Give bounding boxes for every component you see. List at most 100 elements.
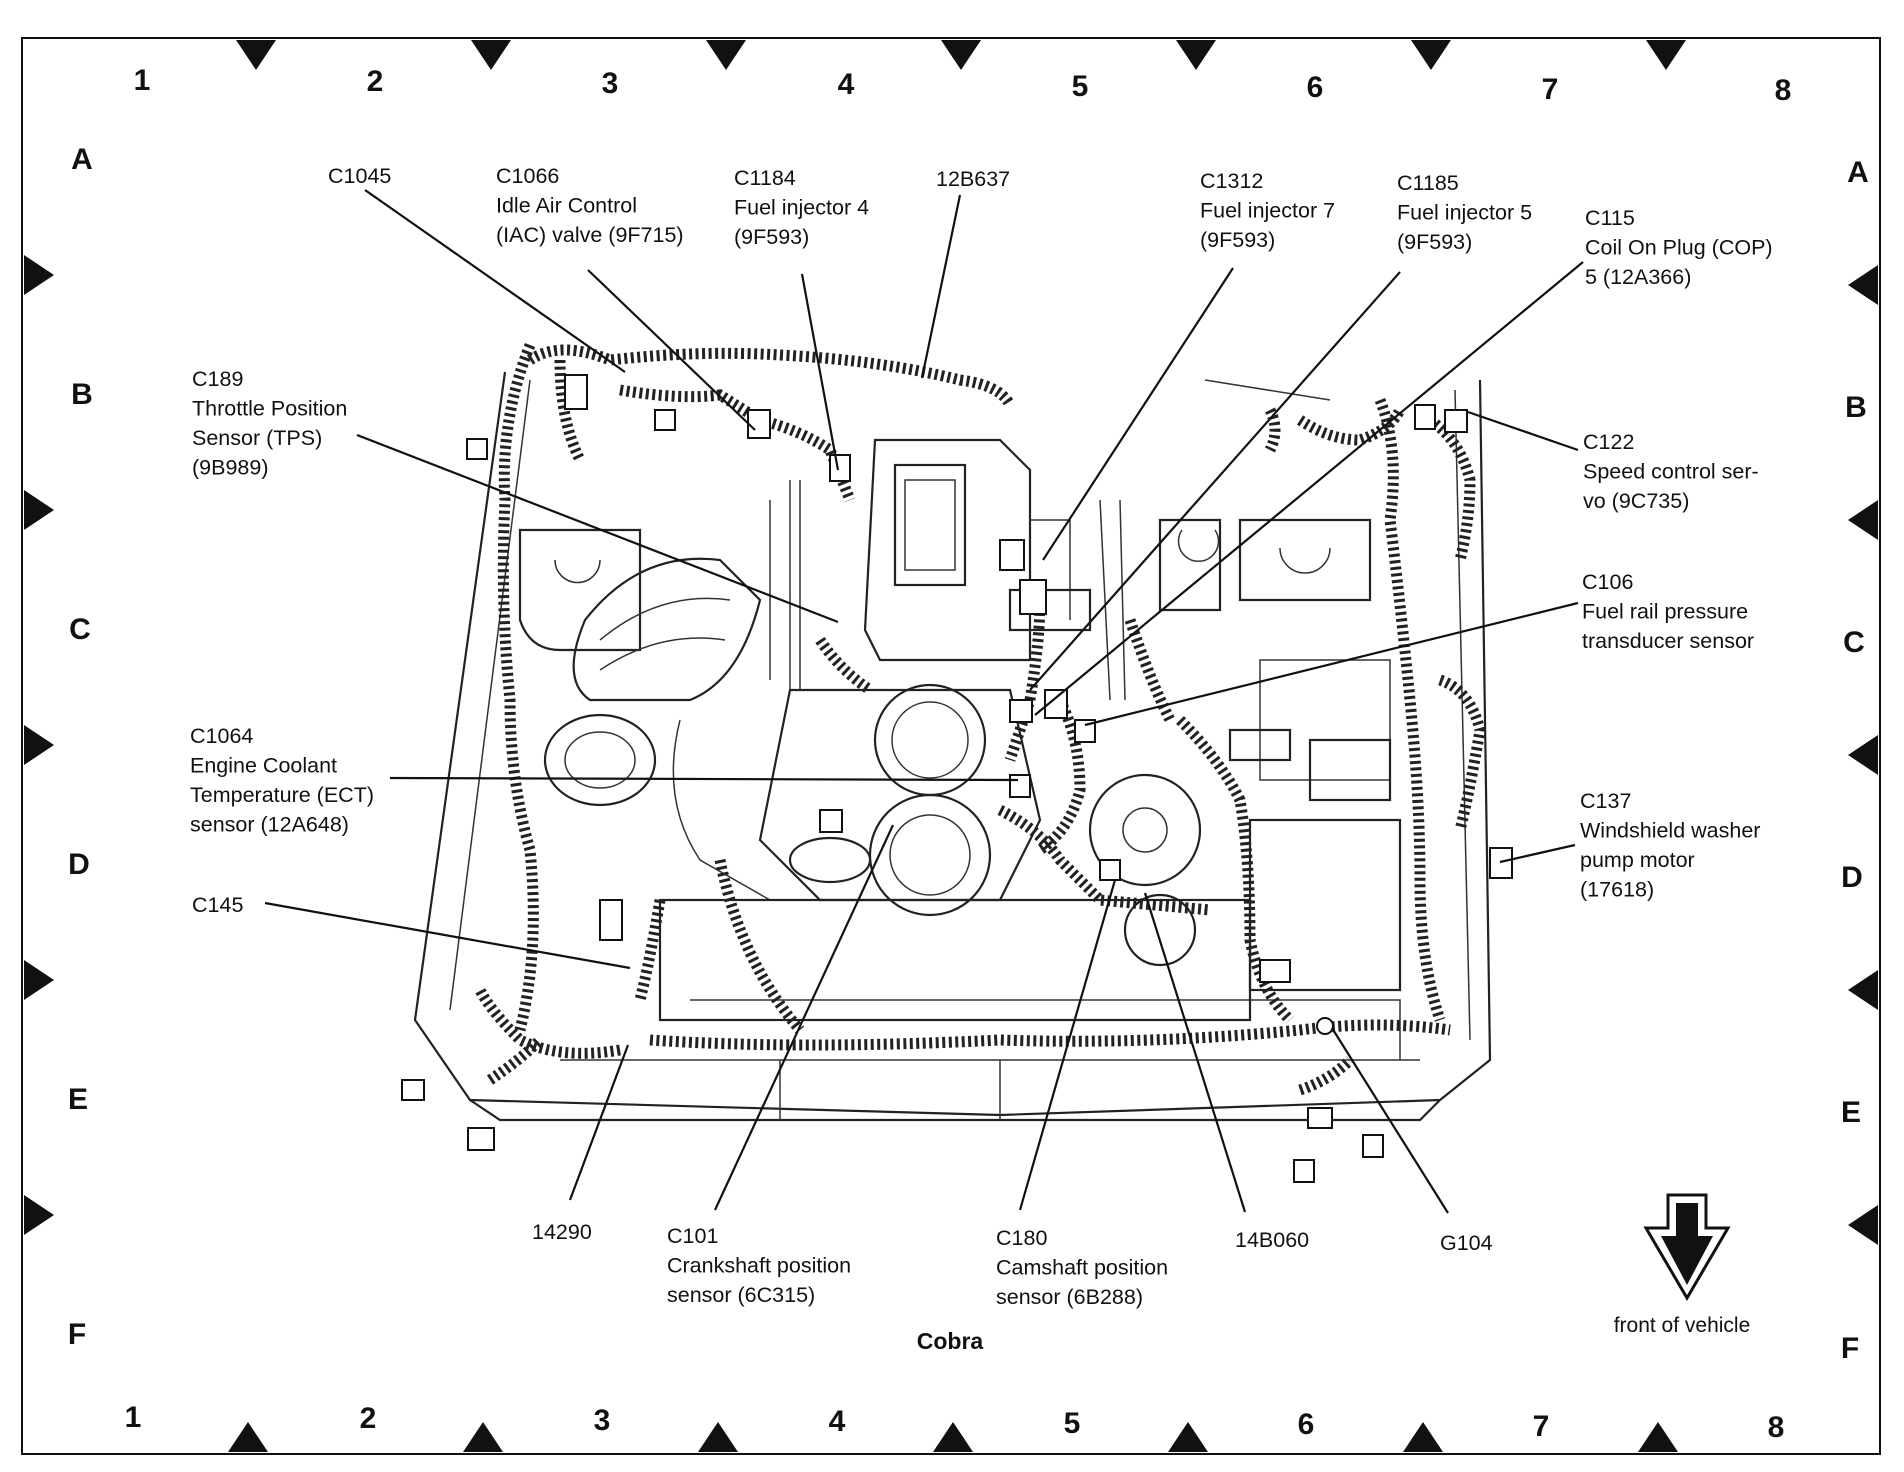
grid-row-right-F: F [1841,1332,1859,1365]
callout-c1184-line-0: C1184 [734,166,796,190]
leader-c1064 [389,776,1019,782]
grid-col-bottom-6: 6 [1298,1408,1315,1441]
grid-col-top-1: 1 [134,64,151,97]
callout-c189-line-1: Throttle Position [192,397,347,421]
callout-14b060: 14B060 [1235,1228,1309,1252]
leader-14290 [568,1044,630,1201]
grid-col-top-8: 8 [1775,74,1792,107]
callout-14290: 14290 [532,1220,592,1244]
callout-c145: C145 [192,893,243,917]
grid-row-left-F: F [68,1318,86,1351]
callout-c145-line-0: C145 [192,893,243,917]
leader-c101 [714,824,894,1211]
grid-col-bottom-2: 2 [360,1402,377,1435]
callout-c1185-line-1: Fuel injector 5 [1397,201,1532,225]
grid-row-right-A: A [1847,156,1869,189]
callout-c1312-line-2: (9F593) [1200,228,1275,252]
callout-c122-line-0: C122 [1583,430,1634,454]
grid-col-bottom-5: 5 [1064,1407,1081,1440]
leader-c137 [1499,843,1576,864]
callout-c1066-line-0: C1066 [496,164,559,188]
callout-c1064-line-2: Temperature (ECT) [190,783,374,807]
callout-g104: G104 [1440,1231,1493,1255]
callout-c106-line-0: C106 [1582,570,1633,594]
callout-c122-line-1: Speed control ser- [1583,460,1759,484]
callout-c137-line-3: (17618) [1580,878,1654,902]
callout-c1064-line-3: sensor (12A648) [190,813,349,837]
leader-c1312 [1042,267,1234,561]
callout-c1312-line-0: C1312 [1200,169,1263,193]
callout-c137-line-0: C137 [1580,789,1631,813]
callout-c189-line-3: (9B989) [192,456,269,480]
leader-c189 [356,433,839,624]
callout-c1185-line-0: C1185 [1397,171,1459,195]
grid-row-left-A: A [71,143,93,176]
callout-g104-line-0: G104 [1440,1231,1493,1255]
grid-col-bottom-4: 4 [829,1405,846,1438]
front-of-vehicle-arrow-icon [1643,1193,1731,1301]
leader-c122 [1467,410,1579,452]
callout-c101-line-1: Crankshaft position [667,1254,851,1278]
callout-c101-line-0: C101 [667,1224,718,1248]
leader-g104 [1331,1027,1449,1214]
grid-col-bottom-7: 7 [1533,1410,1550,1443]
grid-col-bottom-1: 1 [125,1401,142,1434]
callout-c1066-line-1: Idle Air Control [496,194,637,218]
leader-c145 [264,901,631,970]
callout-c180-line-1: Camshaft position [996,1256,1168,1280]
callout-c115-line-2: 5 (12A366) [1585,265,1691,289]
grid-col-top-3: 3 [602,67,619,100]
leader-c180 [1018,879,1117,1211]
leader-c1066 [587,269,756,431]
leader-c1045 [364,189,626,373]
callout-c1185-line-2: (9F593) [1397,230,1472,254]
callout-c1045-line-0: C1045 [328,164,391,188]
callout-c122-line-2: vo (9C735) [1583,489,1689,513]
callout-12b637-line-0: 12B637 [936,167,1010,191]
grid-row-left-D: D [68,848,90,881]
callout-c1184-line-1: Fuel injector 4 [734,196,869,220]
callout-c137-line-2: pump motor [1580,848,1695,872]
leader-c115 [1034,261,1584,716]
engine-bay-illustration [413,371,1492,1122]
callout-c101-line-2: sensor (6C315) [667,1283,815,1307]
grid-markers [24,40,1878,1452]
grid-row-right-E: E [1841,1096,1861,1129]
grid-col-top-2: 2 [367,65,384,98]
callout-c1064-line-1: Engine Coolant [190,754,337,778]
callout-c189-line-2: Sensor (TPS) [192,426,322,450]
leader-c1184 [800,273,840,471]
callout-14290-line-0: 14290 [532,1220,592,1244]
grid-row-left-B: B [71,378,93,411]
callout-leader-lines [264,189,1584,1214]
grid-col-top-4: 4 [838,68,855,101]
callout-c1064-line-0: C1064 [190,724,253,748]
callout-c1045: C1045 [328,164,391,188]
grid-col-bottom-3: 3 [594,1404,611,1437]
callout-14b060-line-0: 14B060 [1235,1228,1309,1252]
grid-col-top-7: 7 [1542,73,1559,106]
grid-row-right-C: C [1843,626,1865,659]
grid-col-bottom-8: 8 [1768,1411,1785,1444]
grid-row-left-E: E [68,1083,88,1116]
leader-12b637 [920,194,962,379]
grid-row-right-D: D [1841,861,1863,894]
callout-c180-line-0: C180 [996,1226,1047,1250]
grid-column-labels-bottom: 1 2 3 4 5 6 7 8 [125,1401,1785,1444]
callout-12b637: 12B637 [936,167,1010,191]
grid-col-top-6: 6 [1307,71,1324,104]
